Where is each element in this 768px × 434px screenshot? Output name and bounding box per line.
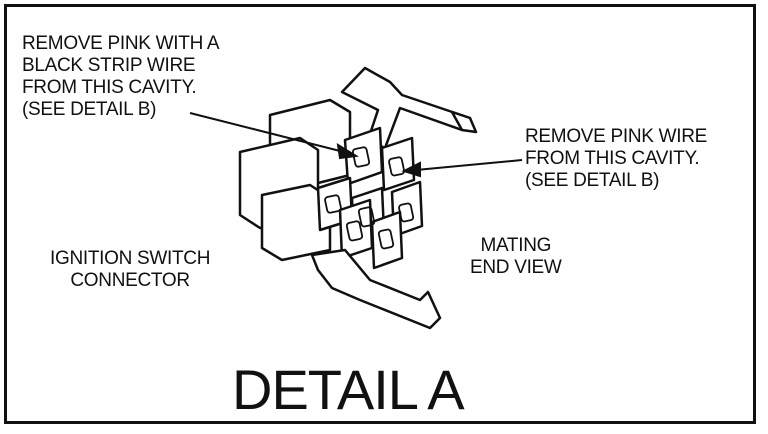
label-left-line: IGNITION SWITCH xyxy=(50,248,211,269)
terminal-lower-center xyxy=(377,228,395,250)
callout-remove-pink-wire: REMOVE PINK WIRE FROM THIS CAVITY. (SEE … xyxy=(525,126,707,192)
arrowhead-right xyxy=(401,161,421,178)
diagram-title: DETAIL A xyxy=(232,358,465,421)
terminal-upper-right xyxy=(388,156,406,177)
terminal-upper-left xyxy=(351,146,371,168)
mating-end-view-label: MATING END VIEW xyxy=(470,235,562,279)
callout-left-line: FROM THIS CAVITY. xyxy=(22,77,197,98)
callout-left-line: BLACK STRIP WIRE xyxy=(22,55,196,76)
callout-remove-pink-black-strip: REMOVE PINK WITH A BLACK STRIP WIRE FROM… xyxy=(22,33,220,121)
label-right-line: MATING xyxy=(480,235,552,256)
ignition-switch-connector-label: IGNITION SWITCH CONNECTOR xyxy=(50,248,210,292)
leader-line-right xyxy=(415,159,523,171)
terminal-middle-right xyxy=(398,202,415,223)
callout-right-line: REMOVE PINK WIRE xyxy=(525,126,708,147)
callout-right-line: (SEE DETAIL B) xyxy=(525,170,660,191)
callout-right-line: FROM THIS CAVITY. xyxy=(525,148,700,169)
terminal-middle-center xyxy=(357,206,376,228)
callout-left-line: REMOVE PINK WITH A xyxy=(22,33,220,54)
arrowhead-left xyxy=(336,143,359,160)
terminal-lower-left xyxy=(345,220,364,242)
cavity-upper-right xyxy=(380,136,416,192)
label-left-line: CONNECTOR xyxy=(70,270,190,291)
upper-latch-tip xyxy=(450,110,478,134)
label-right-line: END VIEW xyxy=(470,257,562,278)
cavity-lower-center xyxy=(370,210,404,270)
leader-line-left xyxy=(189,112,345,153)
lower-latch xyxy=(310,248,442,330)
terminal-middle-left xyxy=(324,194,342,214)
callout-left-line: (SEE DETAIL B) xyxy=(22,99,157,120)
lower-housing-block xyxy=(260,183,332,262)
